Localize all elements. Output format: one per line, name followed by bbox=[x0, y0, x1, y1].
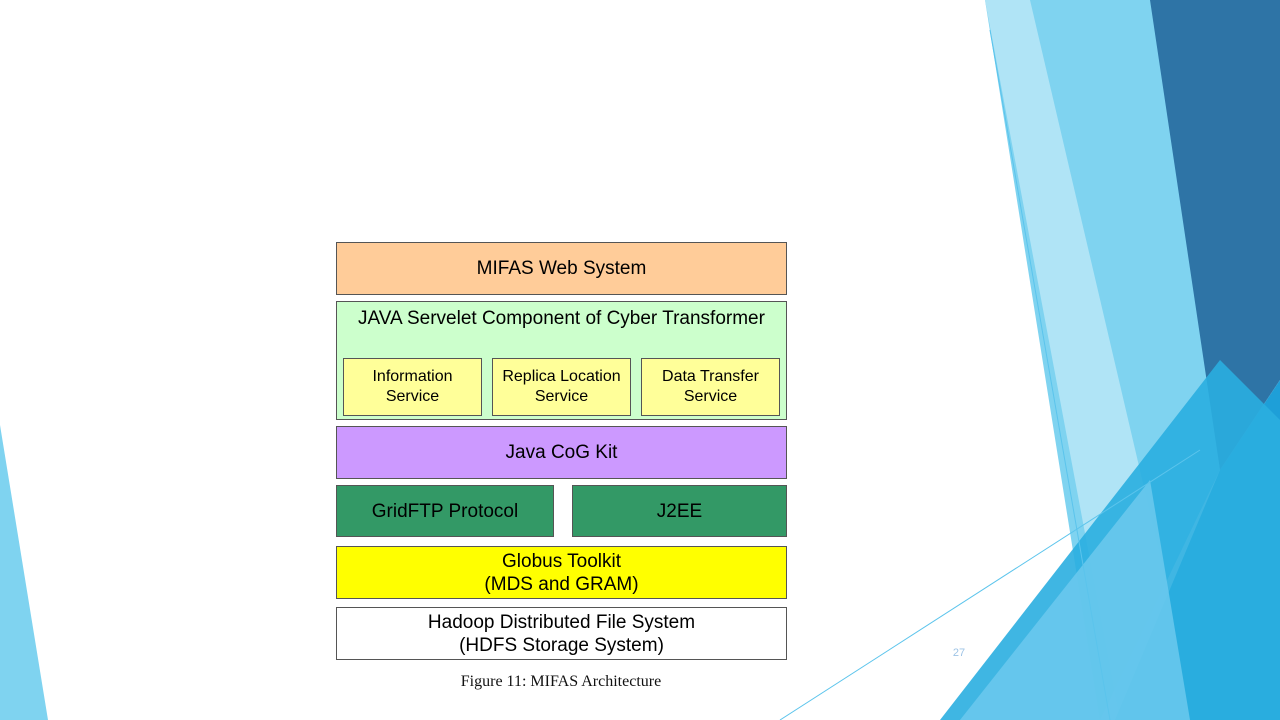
java-cog-kit-layer: Java CoG Kit bbox=[336, 426, 787, 479]
mifas-web-system-layer: MIFAS Web System bbox=[336, 242, 787, 295]
globus-toolkit-line1: Globus Toolkit bbox=[502, 550, 621, 572]
replica-location-service-line2: Service bbox=[534, 388, 589, 405]
gridftp-protocol-label: GridFTP Protocol bbox=[371, 500, 519, 522]
gridftp-protocol-layer: GridFTP Protocol bbox=[336, 485, 554, 537]
hadoop-hdfs-line2: (HDFS Storage System) bbox=[459, 634, 664, 656]
information-service-line1: Information bbox=[372, 368, 453, 385]
thin-diagonal-line-2 bbox=[779, 449, 1201, 720]
globus-toolkit-line2: (MDS and GRAM) bbox=[484, 573, 639, 595]
hadoop-hdfs-layer: Hadoop Distributed File System (HDFS Sto… bbox=[336, 607, 787, 660]
thin-diagonal-line-1 bbox=[989, 29, 1111, 720]
servlet-component-layer: JAVA Servelet Component of Cyber Transfo… bbox=[336, 301, 787, 420]
java-cog-kit-label: Java CoG Kit bbox=[505, 442, 618, 463]
slide-number: 27 bbox=[952, 647, 966, 659]
figure-caption: Figure 11: MIFAS Architecture bbox=[460, 673, 662, 690]
globus-toolkit-layer: Globus Toolkit (MDS and GRAM) bbox=[336, 546, 787, 599]
data-transfer-service-box: Data Transfer Service bbox=[641, 358, 780, 416]
mifas-web-system-label: MIFAS Web System bbox=[476, 258, 647, 279]
information-service-line2: Service bbox=[385, 388, 440, 405]
information-service-box: Information Service bbox=[343, 358, 482, 416]
data-transfer-service-line1: Data Transfer bbox=[662, 368, 759, 385]
left-edge-shape bbox=[0, 425, 48, 720]
j2ee-label: J2EE bbox=[656, 500, 703, 522]
j2ee-layer: J2EE bbox=[572, 485, 787, 537]
right-dark-band bbox=[1150, 0, 1280, 470]
replica-location-service-box: Replica Location Service bbox=[492, 358, 631, 416]
servlet-component-title: JAVA Servelet Component of Cyber Transfo… bbox=[358, 308, 765, 329]
bottom-light-wedge bbox=[960, 480, 1190, 720]
data-transfer-service-line2: Service bbox=[683, 388, 738, 405]
hadoop-hdfs-line1: Hadoop Distributed File System bbox=[427, 611, 696, 633]
replica-location-service-line1: Replica Location bbox=[502, 368, 621, 385]
